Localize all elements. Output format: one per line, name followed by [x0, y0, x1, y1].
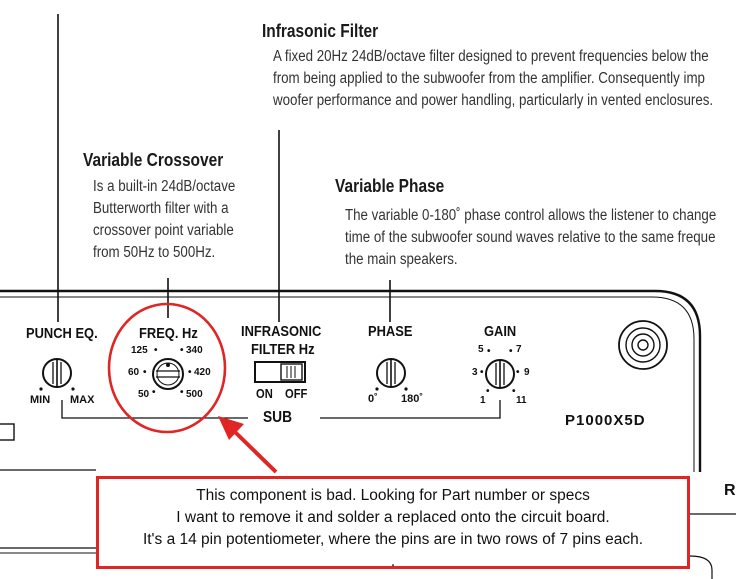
freq-tick-50: 50 [138, 389, 150, 400]
phase-description: The variable 0-180˚ phase control allows… [345, 205, 716, 271]
panel-outline-top [0, 289, 702, 472]
gain-label: GAIN [484, 323, 517, 340]
phase-line-3: the main speakers. [345, 251, 458, 268]
callout-arrowhead [218, 416, 244, 440]
freq-label: FREQ. Hz [139, 325, 198, 342]
gain-dot-7: • [509, 346, 513, 357]
panel-outline-inner [0, 296, 695, 472]
phase-line-1: The variable 0-180˚ phase control allows… [345, 207, 717, 224]
gain-dot-11: • [512, 386, 516, 397]
freq-dot-420: • [188, 367, 192, 378]
crossover-description: Is a built-in 24dB/octave Butterworth fi… [93, 176, 259, 264]
freq-knob[interactable] [152, 358, 184, 390]
infrasonic-label-2: FILTER Hz [251, 341, 315, 358]
sub-bracket-left [61, 400, 248, 419]
freq-dot-340: • [180, 345, 184, 356]
callout-line-4: . [390, 553, 396, 570]
gain-dot-3: • [480, 367, 484, 378]
freq-dot-50: • [152, 387, 156, 398]
model-label: P1000X5D [565, 412, 646, 429]
callout-line-2: I want to remove it and solder a replace… [176, 509, 610, 526]
crossover-line-3: crossover point variable [93, 222, 234, 239]
infrasonic-description: A fixed 20Hz 24dB/octave filter designed… [273, 46, 713, 112]
infrasonic-off-label: OFF [285, 386, 308, 401]
freq-dot-60: • [143, 367, 147, 378]
punch-eq-knob[interactable] [42, 358, 72, 388]
gain-tick-3: 3 [472, 367, 478, 378]
crossover-line-4: from 50Hz to 500Hz. [93, 244, 216, 261]
infrasonic-line-3: woofer performance and power handling, p… [273, 92, 714, 109]
freq-tick-125: 125 [131, 345, 148, 356]
gain-tick-1: 1 [480, 395, 486, 406]
gain-dot-1: • [486, 386, 490, 397]
freq-tick-420: 420 [194, 367, 211, 378]
phase-label: PHASE [368, 323, 413, 340]
connector-stub [0, 423, 15, 441]
phase-line-2: time of the subwoofer sound waves relati… [345, 229, 716, 246]
freq-dot-125: • [154, 345, 158, 356]
gain-tick-9: 9 [524, 367, 530, 378]
punch-eq-label: PUNCH EQ. [26, 325, 98, 342]
rca-jack-icon [618, 320, 668, 370]
highlight-circle [107, 302, 227, 434]
callout-line-3: It's a 14 pin potentiometer, where the p… [142, 531, 644, 548]
callout-arrow-shaft [233, 430, 278, 474]
infrasonic-heading: Infrasonic Filter [262, 21, 379, 41]
crossover-line-2: Butterworth filter with a [93, 200, 229, 217]
freq-tick-340: 340 [186, 345, 203, 356]
crossover-heading: Variable Crossover [83, 150, 224, 170]
infrasonic-line-1: A fixed 20Hz 24dB/octave filter designed… [273, 48, 709, 65]
infrasonic-switch[interactable] [254, 361, 306, 383]
callout-line-1: This component is bad. Looking for Part … [196, 487, 590, 504]
right-edge-letter: R [724, 482, 736, 499]
infrasonic-on-label: ON [256, 386, 273, 401]
panel-corner-bottom [689, 555, 713, 579]
sub-bracket-right [320, 400, 501, 419]
punch-max-label: MAX [70, 394, 95, 406]
freq-dot-500: • [180, 387, 184, 398]
gain-tick-5: 5 [478, 344, 484, 355]
crossover-line-1: Is a built-in 24dB/octave [93, 178, 236, 195]
gain-tick-11: 11 [516, 395, 527, 406]
gain-tick-7: 7 [516, 344, 522, 355]
freq-tick-60: 60 [128, 367, 140, 378]
phase-heading: Variable Phase [335, 176, 445, 196]
sub-label: SUB [263, 409, 293, 426]
callout-box: This component is bad. Looking for Part … [96, 476, 690, 570]
phase-knob[interactable] [376, 358, 406, 388]
freq-tick-500: 500 [186, 389, 203, 400]
infrasonic-line-2: from being applied to the subwoofer from… [273, 70, 705, 87]
gain-dot-9: • [516, 367, 520, 378]
phase-tick-180: 180˚ [401, 393, 424, 405]
infrasonic-label-1: INFRASONIC [241, 323, 322, 340]
gain-dot-5: • [487, 346, 491, 357]
punch-min-label: MIN [30, 394, 51, 406]
phase-tick-0: 0˚ [368, 393, 378, 405]
gain-knob[interactable] [485, 359, 515, 389]
